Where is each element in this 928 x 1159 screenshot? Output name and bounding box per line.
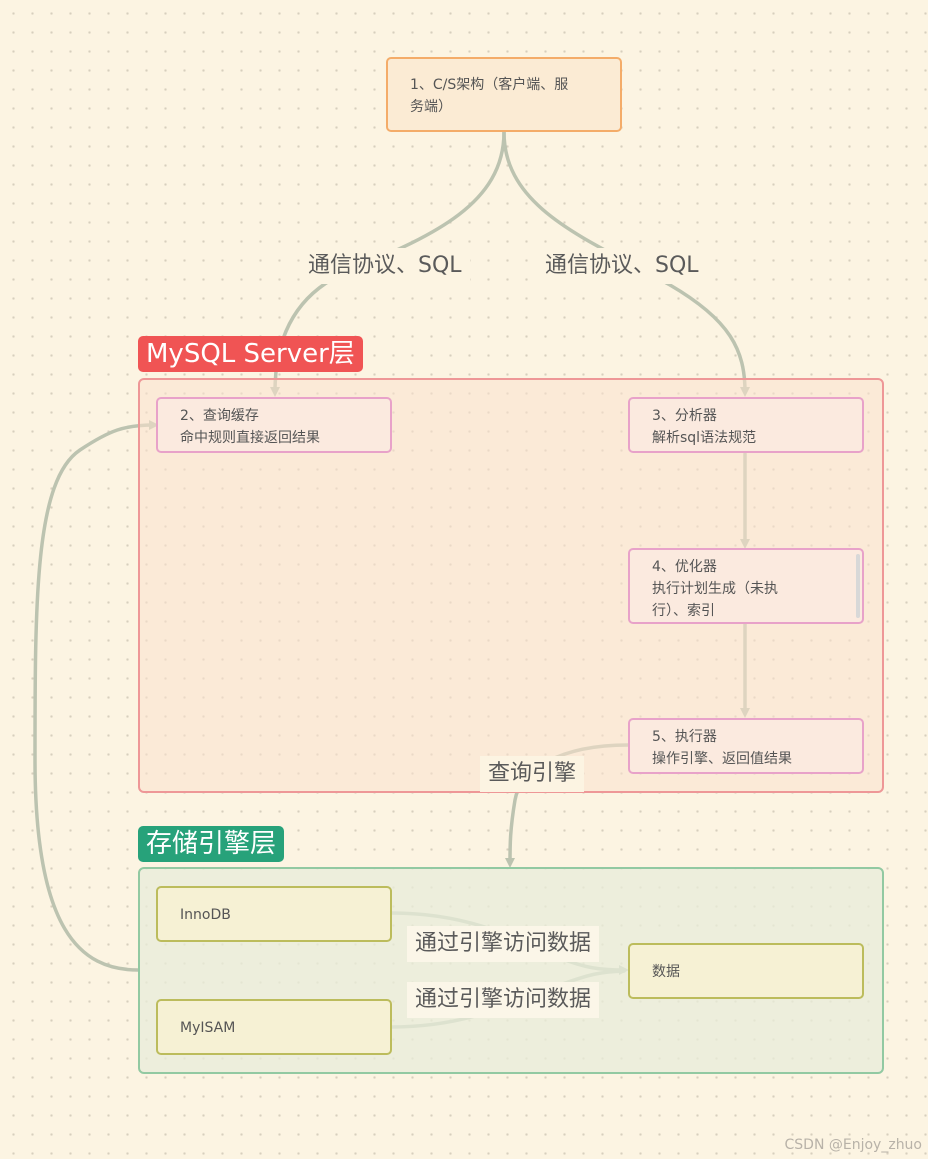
edge-engine-to-query-cache (33, 420, 159, 972)
node-cs-architecture[interactable]: 1、C/S架构（客户端、服 务端） (386, 57, 622, 132)
node-innodb[interactable]: InnoDB (156, 886, 392, 942)
node-data[interactable]: 数据 (628, 943, 864, 999)
server-layer-label[interactable]: MySQL Server层 (138, 336, 363, 372)
node-cs-architecture-line1: 1、C/S架构（客户端、服 (410, 77, 569, 93)
node-executor-line2: 操作引擎、返回值结果 (652, 751, 792, 767)
node-executor[interactable]: 5、执行器 操作引擎、返回值结果 (628, 718, 864, 774)
node-query-cache-line2: 命中规则直接返回结果 (180, 430, 320, 446)
node-innodb-label: InnoDB (180, 907, 231, 923)
node-executor-line1: 5、执行器 (652, 729, 717, 745)
edge-label-protocol-left[interactable]: 通信协议、SQL (300, 248, 470, 284)
node-query-cache[interactable]: 2、查询缓存 命中规则直接返回结果 (156, 397, 392, 453)
edge-label-query-engine[interactable]: 查询引擎 (480, 756, 585, 792)
node-data-label: 数据 (652, 964, 680, 980)
watermark: CSDN @Enjoy_zhuo (784, 1137, 922, 1153)
edge-label-protocol-right[interactable]: 通信协议、SQL (537, 248, 707, 284)
node-analyzer-line2: 解析sql语法规范 (652, 430, 757, 446)
engine-layer-label[interactable]: 存储引擎层 (138, 826, 285, 862)
node-myisam-label: MyISAM (180, 1020, 236, 1036)
node-optimizer-line1: 4、优化器 (652, 559, 717, 575)
node-optimizer[interactable]: 4、优化器 执行计划生成（未执 行）、索引 (628, 548, 864, 624)
node-query-cache-line1: 2、查询缓存 (180, 408, 259, 424)
node-optimizer-line3: 行）、索引 (652, 603, 715, 619)
node-myisam[interactable]: MyISAM (156, 999, 392, 1055)
node-cs-architecture-line2: 务端） (410, 99, 452, 115)
edge-label-innodb-access[interactable]: 通过引擎访问数据 (407, 926, 600, 962)
node-analyzer[interactable]: 3、分析器 解析sql语法规范 (628, 397, 864, 453)
edge-label-myisam-access[interactable]: 通过引擎访问数据 (407, 982, 600, 1018)
node-optimizer-line2: 执行计划生成（未执 (652, 581, 778, 597)
node-optimizer-scrollbar[interactable] (856, 554, 860, 618)
node-analyzer-line1: 3、分析器 (652, 408, 717, 424)
